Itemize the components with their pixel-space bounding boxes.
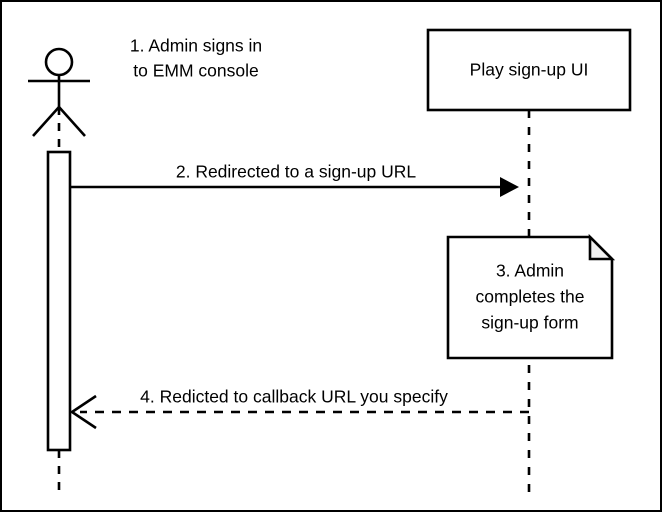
participant-box-rect [426,28,632,112]
note-step-3-line-1: 3. Admin [496,261,564,281]
actor-leg-right-icon [58,106,86,137]
note-step-3-line-3: sign-up form [481,313,578,333]
annotation-step-1-line-2: to EMM console [133,61,258,81]
participant-box-play-signup-ui[interactable]: Play sign-up UI [426,28,632,492]
actor-head-icon [44,47,74,77]
actor-activation-bar [46,150,72,452]
note-step-3-line-2: completes the [476,287,585,307]
annotation-step-1: 1. Admin signs in to EMM console [130,36,262,81]
note-step-3-fold-icon [588,233,616,261]
participant-actor-admin[interactable] [28,47,90,492]
note-step-3[interactable]: 3. Admin completes the sign-up form [446,233,616,360]
message-step-2[interactable]: 2. Redirected to a sign-up URL [70,162,519,197]
message-step-4-label: 4. Redicted to callback URL you specify [140,387,448,407]
participant-box-label: Play sign-up UI [470,60,589,80]
actor-leg-left-icon [32,106,60,137]
message-step-4[interactable]: 4. Redicted to callback URL you specify [69,387,529,430]
message-step-2-arrowhead-icon [500,177,519,197]
message-step-4-arrowhead-icon [69,394,97,430]
annotation-step-1-line-1: 1. Admin signs in [130,36,262,56]
message-step-2-label: 2. Redirected to a sign-up URL [176,162,417,182]
note-step-3-shape [446,235,614,360]
